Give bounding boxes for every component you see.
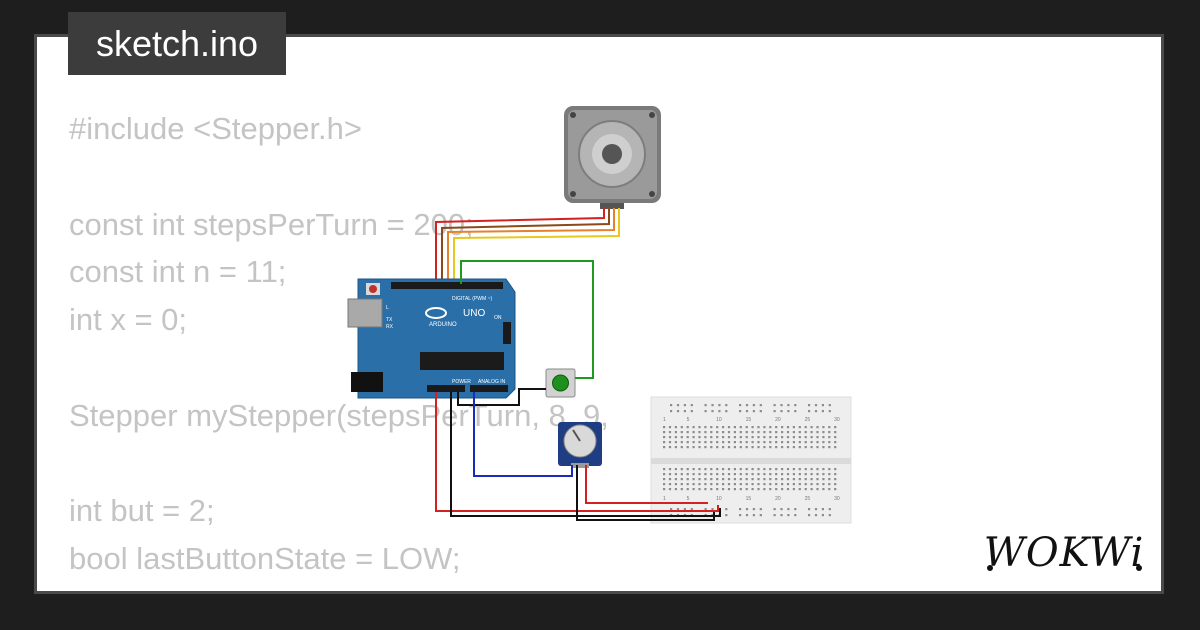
code-line: const int n = 11; xyxy=(69,254,287,290)
arduino-uno-icon: UNO ARDUINO DIGITAL (PWM ~) POWER ANALOG… xyxy=(347,278,516,399)
digital-header-label: DIGITAL (PWM ~) xyxy=(452,296,492,302)
circuit-wires xyxy=(435,260,721,521)
breadboard-column-number: 10 xyxy=(716,417,722,423)
breadboard-column-number: 15 xyxy=(746,496,752,502)
stepper-motor-icon xyxy=(564,106,661,209)
code-line: Stepper myStepper(stepsPerTurn, 8, 9, xyxy=(69,397,609,433)
code-line: int x = 0; xyxy=(69,302,188,338)
breadboard-column-number: 20 xyxy=(775,417,781,423)
board-brand-label: ARDUINO xyxy=(429,322,457,328)
wokwi-logo-icon: WOKWi xyxy=(984,530,1145,576)
analog-header-label: ANALOG IN xyxy=(478,379,506,385)
breadboard-column-number: 30 xyxy=(834,417,840,423)
stepper-wires xyxy=(435,208,620,284)
breadboard-column-number: 25 xyxy=(805,417,811,423)
breadboard-column-number: 15 xyxy=(746,417,752,423)
code-line: bool lastButtonState = LOW; xyxy=(69,541,461,577)
wokwi-logo-text: WOKWi xyxy=(984,530,1145,576)
breadboard-column-number: 5 xyxy=(687,496,690,502)
file-title: sketch.ino xyxy=(68,12,286,75)
code-line: const int stepsPerTurn = 200; xyxy=(69,206,474,242)
breadboard-holes xyxy=(663,426,837,491)
power-header-label: POWER xyxy=(452,379,471,385)
breadboard-column-number: 10 xyxy=(716,496,722,502)
breadboard-column-number: 5 xyxy=(687,417,690,423)
breadboard-column-number: 25 xyxy=(805,496,811,502)
code-line: int but = 2; xyxy=(69,493,215,529)
code-preview: #include <Stepper.h> const int stepsPerTu… xyxy=(69,105,609,591)
l-led-label: L xyxy=(386,305,389,311)
breadboard-column-number: 1 xyxy=(663,496,666,502)
breadboard-column-number: 1 xyxy=(663,417,666,423)
code-line: #include <Stepper.h> xyxy=(69,111,363,146)
pushbutton-icon xyxy=(545,368,576,398)
potentiometer-icon xyxy=(558,422,602,468)
on-led-label: ON xyxy=(494,315,502,321)
breadboard-column-number: 20 xyxy=(775,496,781,502)
rx-label: RX xyxy=(386,324,394,330)
code-line: bool currentButtonState = LOW; xyxy=(69,583,609,591)
tx-label: TX xyxy=(386,317,393,323)
board-model-label: UNO xyxy=(463,308,485,319)
breadboard-column-number: 30 xyxy=(834,496,840,502)
